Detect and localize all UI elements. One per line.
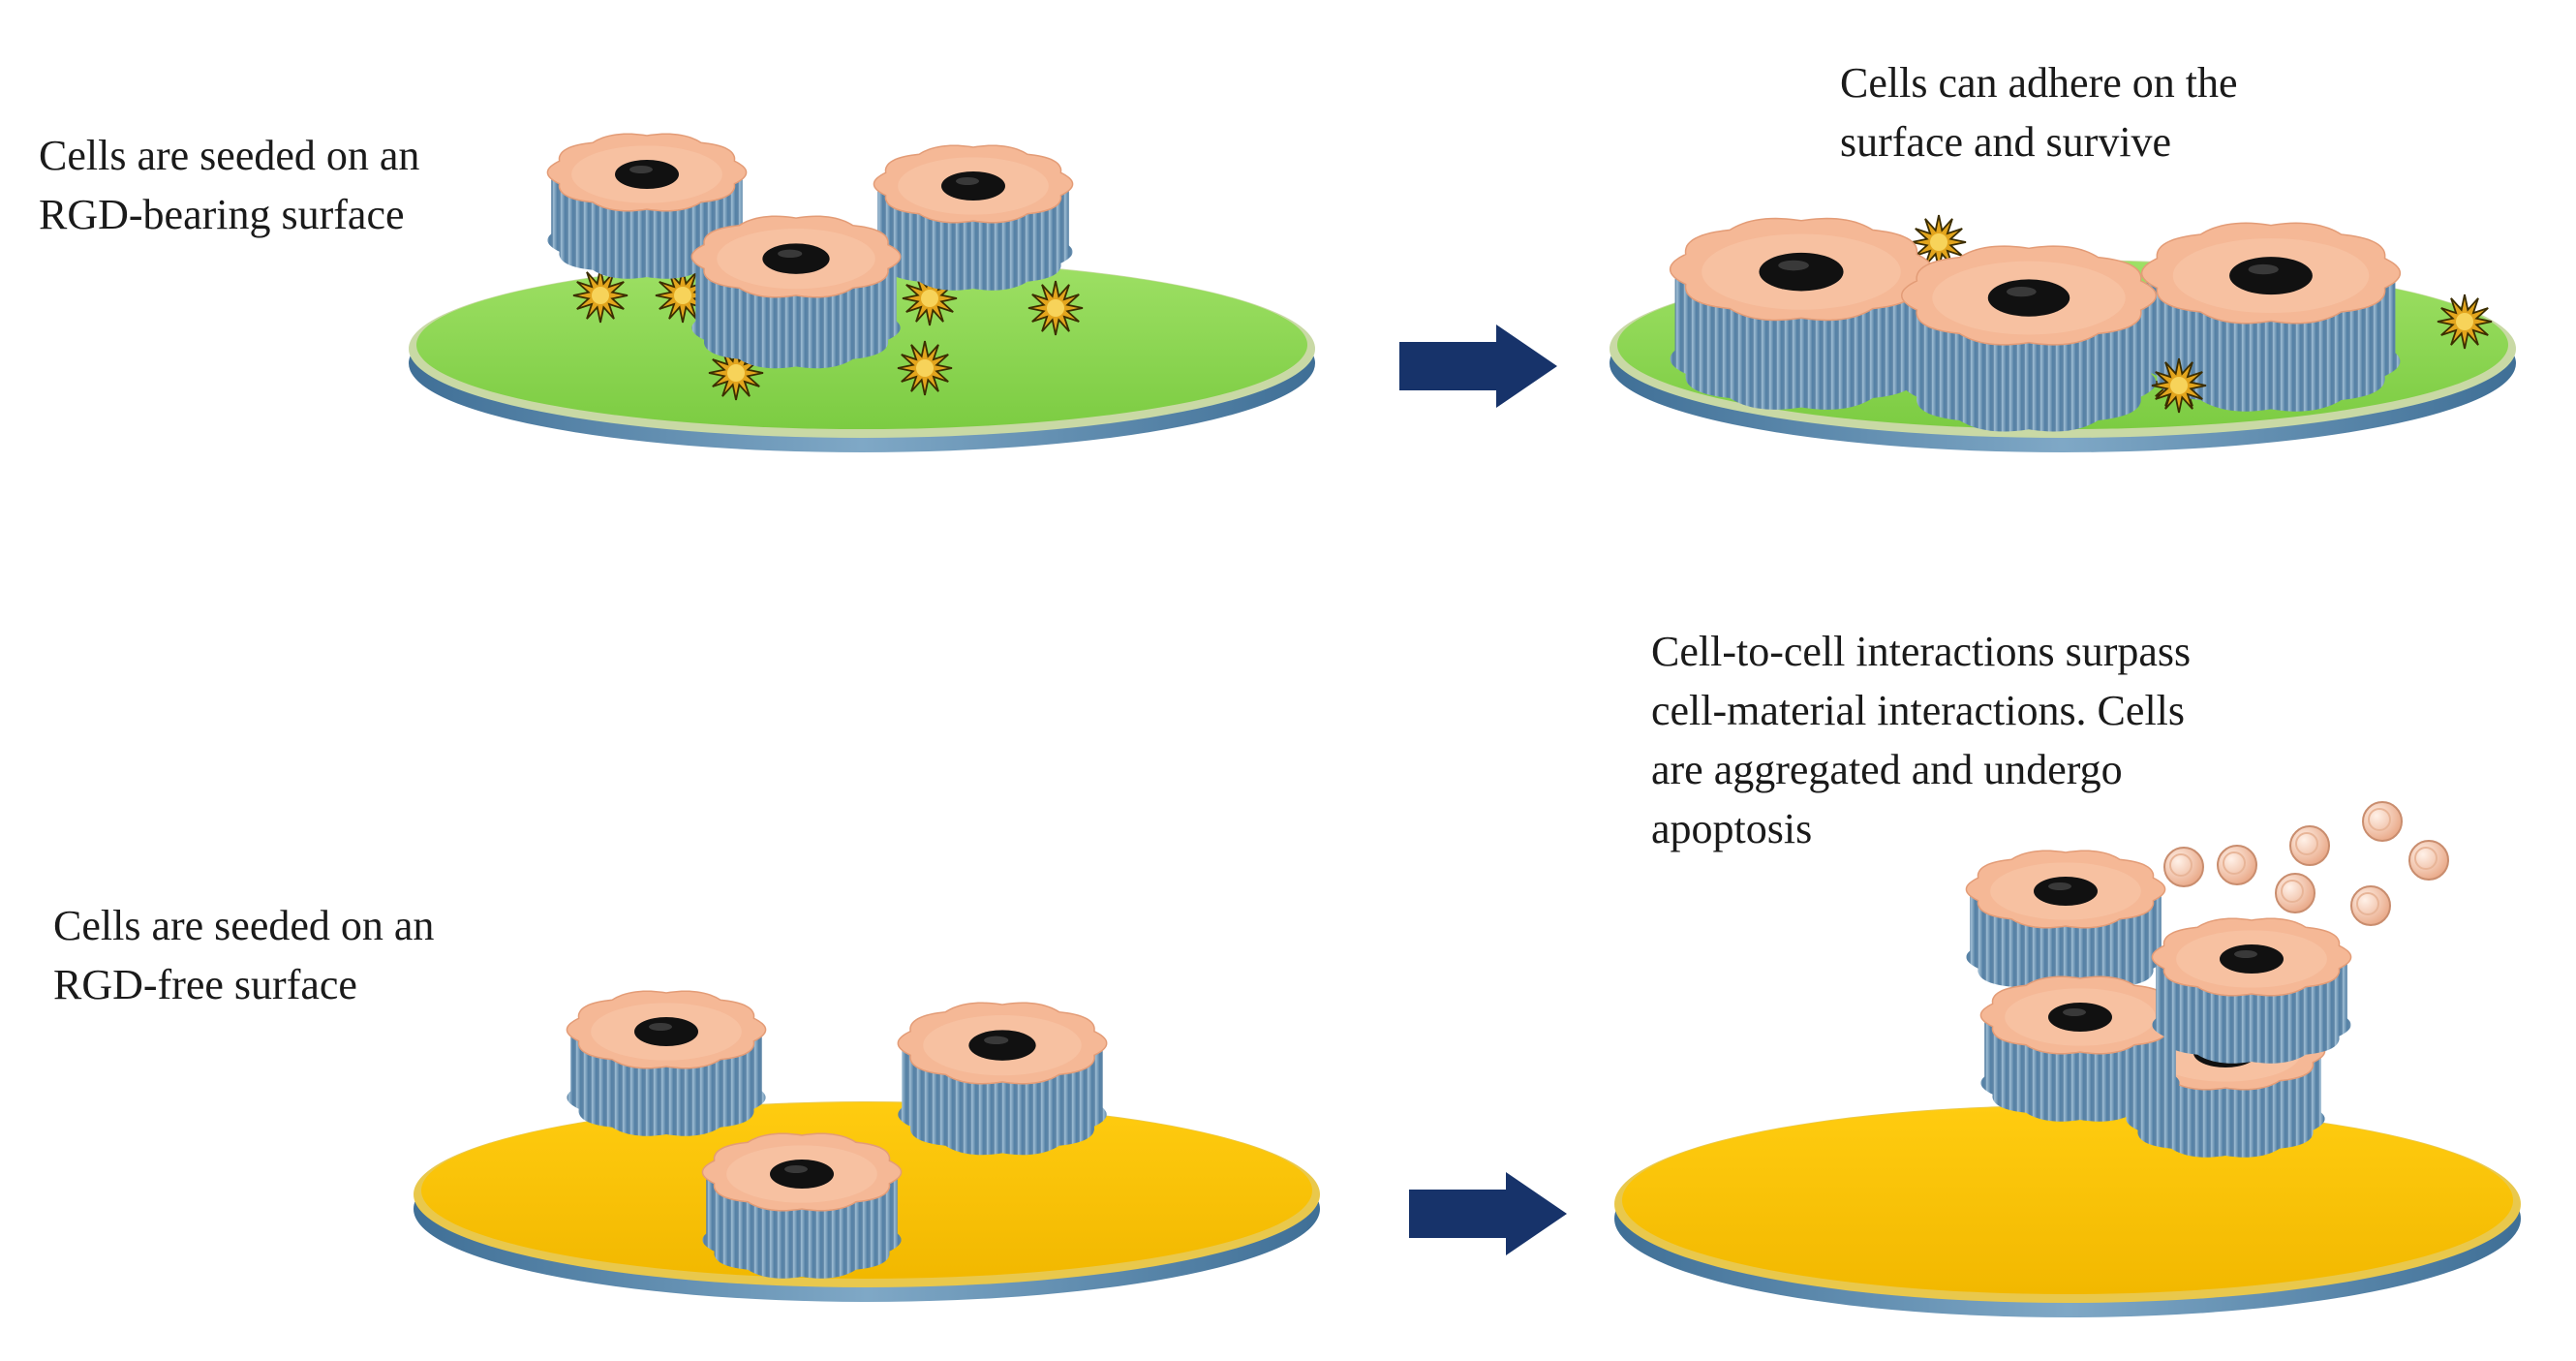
- apoptotic-body-icon: [2163, 847, 2204, 887]
- cell-layer: [546, 133, 2402, 1279]
- disc-rgd-free-after: [1614, 1105, 2521, 1317]
- rgd-star-icon: [2437, 294, 2493, 350]
- cell: [2140, 222, 2402, 412]
- cell: [1900, 245, 2158, 432]
- cell: [897, 1002, 1108, 1156]
- apoptotic-body-icon: [2408, 840, 2449, 881]
- apoptotic-body-icon: [2289, 825, 2330, 866]
- rgd-star-icon: [2151, 357, 2207, 414]
- right-arrow-icon: [1399, 325, 1557, 408]
- nucleus: [941, 171, 1005, 201]
- cell: [873, 144, 1074, 291]
- nucleus: [968, 1030, 1036, 1061]
- label-rgd-free-after: Cell-to-cell interactions surpass cell-m…: [1651, 628, 2192, 852]
- apoptotic-body-icon: [2275, 873, 2315, 913]
- apoptotic-body-icon: [2217, 845, 2257, 885]
- cell: [1669, 217, 1934, 410]
- nucleus: [2048, 1003, 2112, 1032]
- cell: [546, 133, 748, 279]
- cell: [1965, 850, 2166, 996]
- apoptotic-body-icon: [2350, 885, 2391, 926]
- nucleus: [2220, 944, 2284, 974]
- cell: [2151, 917, 2352, 1064]
- nucleus: [634, 1017, 698, 1046]
- rgd-star-icon: [1027, 280, 1084, 336]
- cell: [690, 215, 902, 369]
- cell: [1979, 975, 2181, 1122]
- apoptotic-body-layer: [2163, 801, 2449, 926]
- cell: [566, 990, 767, 1136]
- rgd-free-surface: [1622, 1106, 2513, 1294]
- label-rgd-bearing-before: Cells are seeded on an RGD-bearing surfa…: [39, 132, 420, 238]
- nucleus: [762, 243, 830, 274]
- right-arrow-icon: [1409, 1172, 1567, 1255]
- nucleus: [770, 1160, 834, 1189]
- nucleus: [2034, 877, 2098, 906]
- nucleus: [1759, 252, 1844, 292]
- nucleus: [615, 160, 679, 189]
- nucleus: [1987, 279, 2070, 317]
- rgd-star-icon: [572, 267, 629, 324]
- rgd-star-icon: [897, 340, 953, 396]
- label-rgd-free-before: Cells are seeded on an RGD-free surface: [53, 902, 435, 1008]
- apoptotic-body-icon: [2362, 801, 2403, 842]
- nucleus: [2229, 257, 2313, 295]
- rgd-ligand-front-layer: [2151, 357, 2207, 414]
- label-rgd-bearing-after: Cells can adhere on the surface and surv…: [1840, 59, 2238, 166]
- cell: [701, 1132, 903, 1279]
